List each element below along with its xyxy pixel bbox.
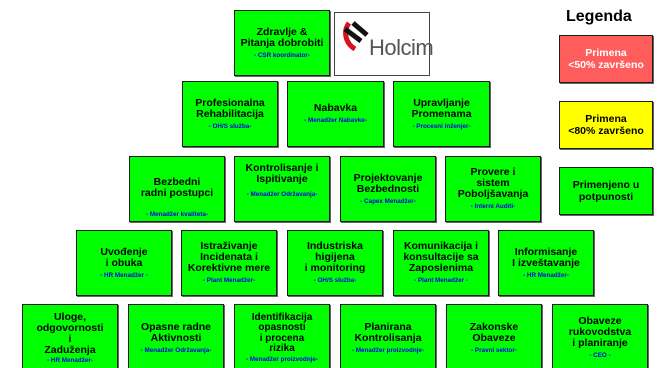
element-title: Upravljanje Promenama bbox=[411, 96, 472, 120]
element-owner: - Menadžer proizvodnje- bbox=[245, 355, 319, 363]
element-upravljanje-promenama: Upravljanje Promenama - Procesni inženje… bbox=[393, 81, 490, 147]
element-owner: - HR Menadžer- bbox=[47, 356, 93, 364]
element-title: Projektovanje Bezbednosti bbox=[353, 171, 423, 195]
element-projektovanje-bezbednosti: Projektovanje Bezbednosti - Capex Menadž… bbox=[340, 156, 436, 222]
element-owner: - Menadžer kvaliteta- bbox=[146, 211, 208, 218]
element-title: Industriska higijena i monitoring bbox=[304, 240, 366, 274]
element-komunikacija-konsultacije: Komunikacija i konsultacije sa Zaposleni… bbox=[393, 230, 489, 296]
element-owner: - HR Menadžer- bbox=[523, 271, 569, 279]
element-planirana-kontrolisanja: Planirana Kontrolisanja - Menadžer proiz… bbox=[340, 304, 436, 368]
element-title: Zdravlje & Pitanja dobrobiti bbox=[240, 25, 324, 49]
holcim-logo: Holcim bbox=[334, 12, 434, 76]
legend-item-under-80: Primena <80% završeno bbox=[559, 101, 653, 149]
element-owner: - Plant Menadžer - bbox=[414, 277, 468, 284]
element-owner: - Plant Menadžer- bbox=[202, 277, 256, 284]
element-bezbedni-radni-postupci: Bezbedni radni postupci - Menadžer kvali… bbox=[129, 156, 225, 222]
element-title: Kontrolisanje i Ispitivanje bbox=[245, 162, 319, 185]
element-informisanje-izvestavanje: Informisanje I izveštavanje - HR Menadže… bbox=[498, 230, 594, 296]
element-uloge-odgovornosti: Uloge, odgovornosti i Zaduženja - HR Men… bbox=[22, 304, 118, 368]
element-uvodjenje-obuka: Uvođenje i obuka - HR Menadžer - bbox=[76, 230, 172, 296]
element-nabavka: Nabavka - Menadžer Nabavke- bbox=[287, 81, 384, 147]
element-istrazivanje-incidenata: Istraživanje Incidenata i Korektivne mer… bbox=[181, 230, 277, 296]
element-kontrolisanje-ispitivanje: Kontrolisanje i Ispitivanje - Menadžer O… bbox=[234, 156, 330, 222]
element-title: Profesionalna Rehabilitacija bbox=[195, 96, 265, 120]
element-title: Informisanje I izveštavanje bbox=[512, 245, 580, 269]
element-owner: - Interni Auditi- bbox=[470, 203, 516, 210]
element-owner: - HR Menadžer - bbox=[100, 271, 148, 279]
element-owner: - Pravni sektor- bbox=[471, 346, 517, 354]
element-owner: - Menadžer proizvodnje- bbox=[351, 346, 425, 354]
element-title: Nabavka bbox=[313, 102, 358, 114]
holcim-logo-text: Holcim bbox=[369, 35, 434, 60]
element-title: Uloge, odgovornosti i Zaduženja bbox=[36, 310, 104, 356]
element-owner: - CSR koordinator- bbox=[254, 51, 310, 59]
element-title: Identifikacija opasnosti i procena rizik… bbox=[251, 311, 313, 354]
element-title: Opasne radne Aktivnosti bbox=[140, 320, 212, 344]
element-opasne-radne-aktivnosti: Opasne radne Aktivnosti - Menadžer Održa… bbox=[128, 304, 224, 368]
element-title: Planirana Kontrolisanja bbox=[354, 320, 422, 344]
element-zakonske-obaveze: Zakonske Obaveze - Pravni sektor- bbox=[446, 304, 542, 368]
legend-item-under-50: Primena <50% završeno bbox=[559, 35, 653, 83]
element-title: Obaveze rukovodstva i planiranje bbox=[568, 315, 632, 349]
element-title: Komunikacija i konsultacije sa Zaposleni… bbox=[403, 240, 479, 274]
element-title: Provere i sistem Poboljšavanja bbox=[457, 166, 529, 200]
element-zdravlje: Zdravlje & Pitanja dobrobiti - CSR koord… bbox=[234, 10, 330, 76]
holcim-mark-icon bbox=[343, 21, 369, 52]
element-owner: - Menadžer Održavanja- bbox=[246, 191, 318, 198]
legend-title: Legenda bbox=[566, 8, 632, 25]
element-obaveze-rukovodstva: Obaveze rukovodstva i planiranje - CEO - bbox=[552, 304, 648, 368]
element-owner: - Procesni inženjer- bbox=[412, 122, 471, 130]
element-title: Istraživanje Incidenata i Korektivne mer… bbox=[187, 240, 271, 274]
element-owner: - Menadžer Nabavke- bbox=[304, 117, 367, 124]
element-identifikacija-opasnosti: Identifikacija opasnosti i procena rizik… bbox=[234, 304, 330, 368]
element-title: Bezbedni radni postupci bbox=[140, 176, 214, 199]
element-owner: - OH/S služba- bbox=[313, 277, 357, 284]
element-owner: - Menadžer Održavanja- bbox=[140, 346, 212, 354]
legend-item-complete: Primenjeno u potpunosti bbox=[559, 167, 653, 215]
element-industrijska-higijena: Industriska higijena i monitoring - OH/S… bbox=[287, 230, 383, 296]
element-provere-poboljsavanja: Provere i sistem Poboljšavanja - Interni… bbox=[445, 156, 541, 222]
element-owner: - OH/S služba- bbox=[208, 122, 252, 130]
element-profesionalna-rehabilitacija: Profesionalna Rehabilitacija - OH/S služ… bbox=[182, 81, 278, 147]
element-title: Zakonske Obaveze bbox=[469, 320, 519, 344]
element-owner: - Capex Menadžer- bbox=[360, 197, 416, 205]
element-title: Uvođenje i obuka bbox=[100, 245, 148, 269]
element-owner: - CEO - bbox=[589, 352, 611, 359]
